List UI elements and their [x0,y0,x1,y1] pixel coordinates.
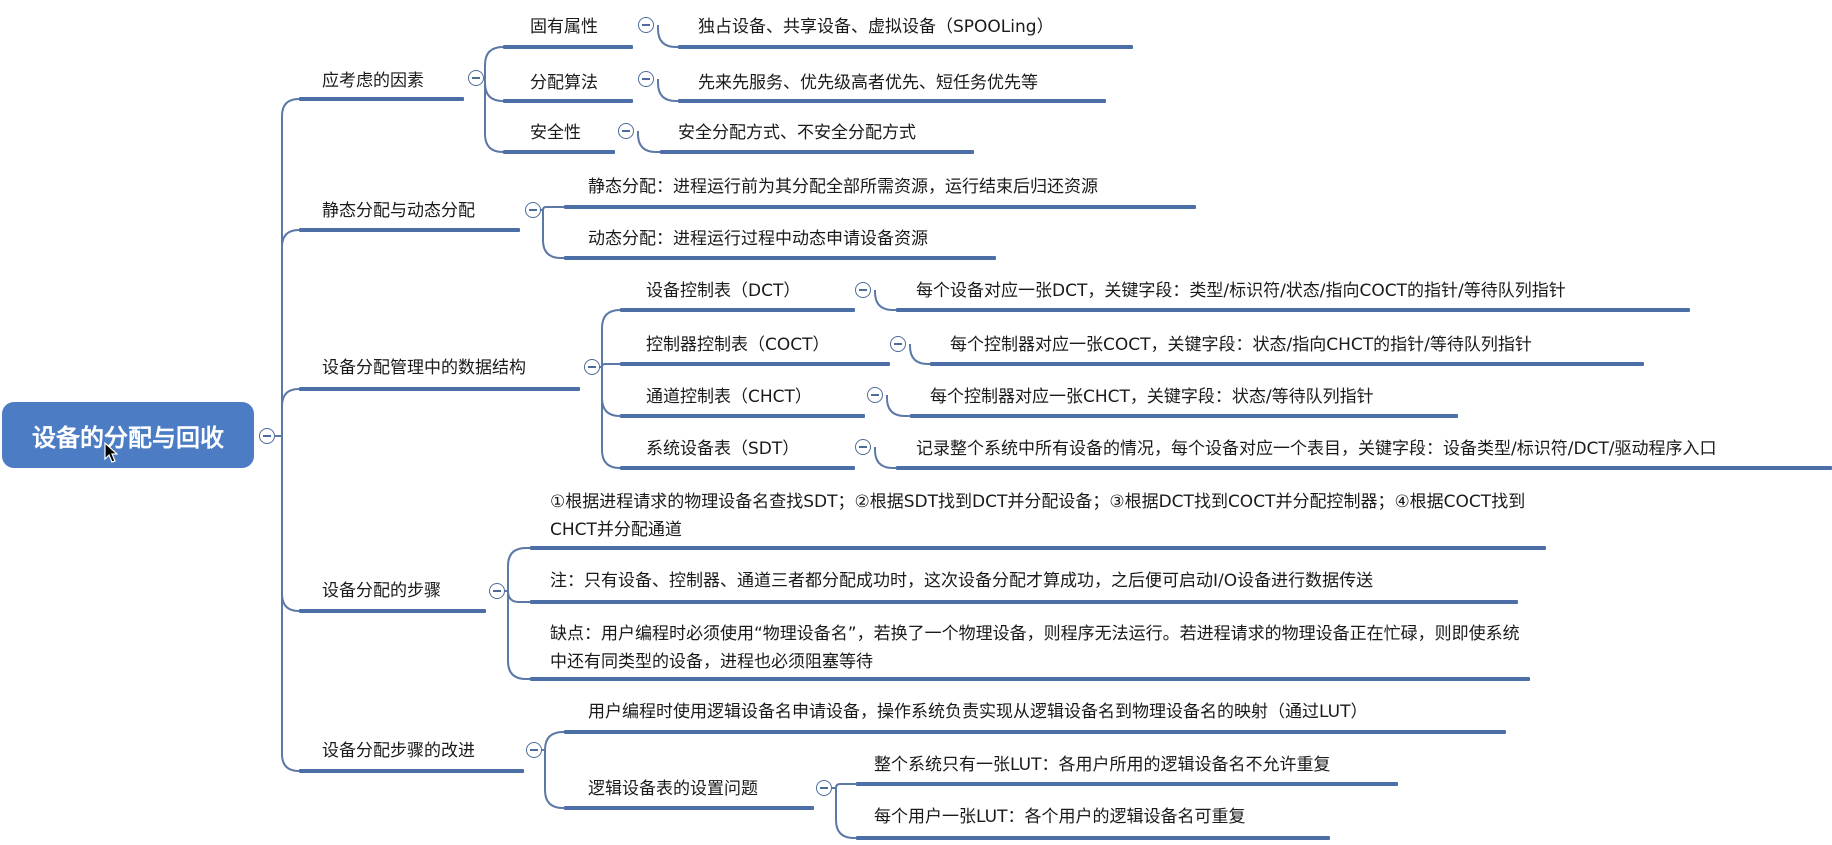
connector-path [484,46,504,78]
node-inherent-property[interactable]: 固有属性 [530,17,598,37]
leaf-per-user-lut[interactable]: 每个用户一张LUT：各个用户的逻辑设备名可重复 [874,807,1246,827]
connector-path [909,344,930,365]
branch-factors[interactable]: 应考虑的因素 [322,71,424,91]
root-node[interactable]: 设备的分配与回收 [2,402,254,468]
connector-path [281,229,300,436]
collapse-toggle-improvement[interactable] [526,742,542,758]
collapse-toggle-chct[interactable] [867,387,883,403]
leaf-steps-note[interactable]: 注：只有设备、控制器、通道三者都分配成功时，这次设备分配才算成功，之后便可启动I… [550,571,1374,591]
connector-path [601,367,621,469]
root-label: 设备的分配与回收 [32,423,224,452]
leaf-coct[interactable]: 每个控制器对应一张COCT，关键字段：状态/指向CHCT的指针/等待队列指针 [950,335,1532,355]
connector-path [281,436,300,612]
leaf-steps-drawback[interactable]: 缺点：用户编程时必须使用“物理设备名”，若换了一个物理设备，则程序无法运行。若进… [550,624,1520,672]
collapse-toggle-sdt[interactable] [855,439,871,455]
collapse-toggle-allocation-algorithm[interactable] [638,71,654,87]
leaf-allocation-algorithm[interactable]: 先来先服务、优先级高者优先、短任务优先等 [698,73,1038,93]
collapse-toggle-lut-setting[interactable] [816,780,832,796]
node-coct[interactable]: 控制器控制表（COCT） [646,335,830,355]
connector-path [874,290,896,311]
node-dct[interactable]: 设备控制表（DCT） [646,281,801,301]
leaf-sdt[interactable]: 记录整个系统中所有设备的情况，每个设备对应一个表目，关键字段：设备类型/标识符/… [916,439,1717,459]
connector-path [281,388,300,436]
branch-improvement[interactable]: 设备分配步骤的改进 [322,741,475,761]
collapse-toggle-safety[interactable] [618,123,634,139]
collapse-toggle-data-structures[interactable] [584,359,600,375]
node-safety[interactable]: 安全性 [530,123,581,143]
node-chct[interactable]: 通道控制表（CHCT） [646,387,812,407]
collapse-toggle-allocation-steps[interactable] [489,583,505,599]
connector-path [835,788,856,839]
leaf-dynamic-allocation[interactable]: 动态分配：进程运行过程中动态申请设备资源 [588,229,928,249]
connector-path [507,591,530,680]
mouse-cursor-icon [104,442,118,463]
branch-data-structures[interactable]: 设备分配管理中的数据结构 [322,358,526,378]
branch-static-dynamic[interactable]: 静态分配与动态分配 [322,201,475,221]
connector-path [637,131,660,153]
collapse-toggle-inherent-property[interactable] [638,17,654,33]
connector-path [281,436,300,772]
connector-path [507,590,530,603]
connector-path [544,750,564,809]
connector-path [601,363,620,368]
collapse-toggle-root[interactable] [259,428,275,444]
node-allocation-algorithm[interactable]: 分配算法 [530,73,598,93]
connector-path [507,547,530,591]
collapse-toggle-static-dynamic[interactable] [525,202,541,218]
collapse-toggle-coct[interactable] [890,336,906,352]
connector-path [544,731,564,751]
connector-path [835,783,856,789]
leaf-inherent-property[interactable]: 独占设备、共享设备、虚拟设备（SPOOLing） [698,17,1054,37]
connector-path [601,309,621,367]
collapse-toggle-factors[interactable] [468,70,484,86]
connector-path [601,367,621,417]
node-sdt[interactable]: 系统设备表（SDT） [646,439,800,459]
leaf-steps-sequence[interactable]: ①根据进程请求的物理设备名查找SDT；②根据SDT找到DCT并分配设备；③根据D… [550,492,1526,540]
leaf-static-allocation[interactable]: 静态分配：进程运行前为其分配全部所需资源，运行结束后归还资源 [588,177,1098,197]
connector-path [874,447,896,469]
leaf-safety[interactable]: 安全分配方式、不安全分配方式 [678,123,916,143]
connector-path [484,78,504,153]
connector-path [542,210,564,259]
connector-path [657,25,678,48]
leaf-dct[interactable]: 每个设备对应一张DCT，关键字段：类型/标识符/状态/指向COCT的指针/等待队… [916,281,1566,301]
branch-allocation-steps[interactable]: 设备分配的步骤 [322,581,441,601]
connector-path [657,79,678,102]
leaf-single-lut[interactable]: 整个系统只有一张LUT：各用户所用的逻辑设备名不允许重复 [874,755,1331,775]
leaf-chct[interactable]: 每个控制器对应一张CHCT，关键字段：状态/等待队列指针 [930,387,1374,407]
connector-path [484,78,504,102]
connector-path [886,395,910,417]
connector-path [281,98,300,436]
collapse-toggle-dct[interactable] [855,282,871,298]
leaf-logical-device-name[interactable]: 用户编程时使用逻辑设备名申请设备，操作系统负责实现从逻辑设备名到物理设备名的映射… [588,702,1368,722]
node-lut-setting[interactable]: 逻辑设备表的设置问题 [588,779,758,799]
connector-path [542,206,564,211]
